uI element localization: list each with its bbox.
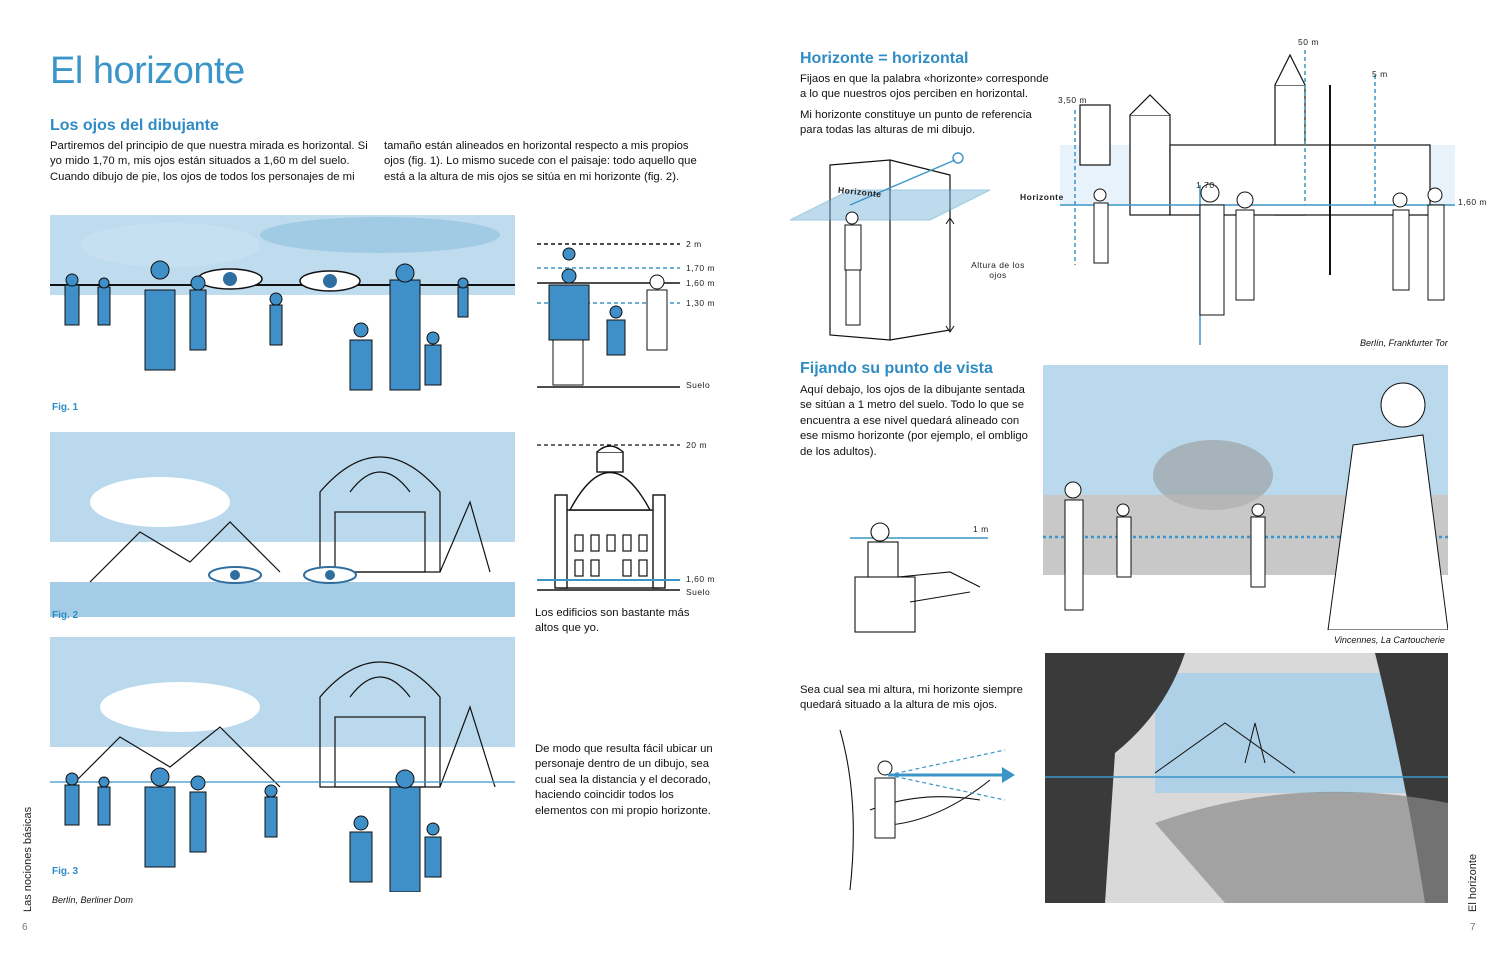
tree-drawer-illustration: [830, 720, 1020, 890]
fig2-label: Fig. 2: [52, 610, 79, 621]
section-heading-eyes: Los ojos del dibujante: [50, 117, 219, 134]
tree-landscape-illustration: [1045, 653, 1448, 903]
para-height: Sea cual sea mi altura, mi horizonte sie…: [800, 684, 1023, 712]
caption-vincennes: Vincennes, La Cartoucherie: [1334, 635, 1445, 645]
building-height-diagram: [535, 440, 715, 600]
page-number-right: 7: [1470, 922, 1476, 933]
caption-berliner-dom: Berlín, Berliner Dom: [52, 895, 134, 905]
para-horizontal-1: Fijaos en que la palabra «horizonte» cor…: [800, 73, 1049, 101]
height-label-170: 1,70 m: [686, 263, 715, 273]
para-viewpoint: Aquí debajo, los ojos de la dibujante se…: [800, 384, 1028, 458]
height-label-160: 1,60 m: [686, 278, 715, 288]
street-label-horizonte: Horizonte: [1020, 192, 1064, 202]
fig1-label: Fig. 1: [52, 402, 79, 413]
height-scale-diagram: [535, 240, 715, 395]
street-label-170: 1,70: [1196, 180, 1215, 190]
seated-drawer-illustration: [840, 512, 1000, 642]
side-label-left: Las nociones básicas: [22, 806, 34, 912]
body-text-col1: Partiremos del principio de que nuestra …: [50, 140, 368, 183]
fig3-label: Fig. 3: [52, 866, 79, 877]
body-text-col2: tamaño están alineados en horizontal res…: [384, 140, 697, 183]
buildings-text: Los edificios son bastante más altos que…: [535, 607, 690, 635]
street-label-50m: 50 m: [1298, 37, 1319, 47]
ground-label: Suelo: [686, 380, 711, 390]
building-label-20m: 20 m: [686, 440, 707, 450]
conclusion-text: De modo que resulta fácil ubicar un pers…: [535, 743, 713, 817]
building-ground-label: Suelo: [686, 587, 711, 597]
page-number-left: 6: [22, 922, 28, 933]
side-label-right: El horizonte: [1467, 853, 1479, 912]
diagram-label-eye-height: Altura de los ojos: [971, 260, 1025, 280]
seated-label-1m: 1 m: [973, 524, 989, 534]
horizon-plane-diagram: [790, 150, 1020, 345]
height-label-130: 1,30 m: [686, 298, 715, 308]
street-label-160: 1,60 m: [1458, 197, 1487, 207]
building-label-160: 1,60 m: [686, 574, 715, 584]
street-label-5m: 5 m: [1372, 69, 1388, 79]
fig3-illustration: [50, 637, 515, 892]
fig1-illustration: [50, 215, 515, 420]
caption-frankfurter-tor: Berlín, Frankfurter Tor: [1360, 338, 1448, 348]
page-title: El horizonte: [50, 50, 245, 92]
height-label-2m: 2 m: [686, 239, 702, 249]
heading-punto-de-vista: Fijando su punto de vista: [800, 360, 993, 377]
street-scene-illustration: [1060, 45, 1455, 345]
street-label-350: 3,50 m: [1058, 95, 1087, 105]
heading-horizonte-horizontal: Horizonte = horizontal: [800, 50, 969, 67]
fig2-illustration: [50, 432, 515, 617]
vincennes-scene-illustration: [1043, 365, 1448, 630]
para-horizontal-2: Mi horizonte constituye un punto de refe…: [800, 109, 1032, 137]
